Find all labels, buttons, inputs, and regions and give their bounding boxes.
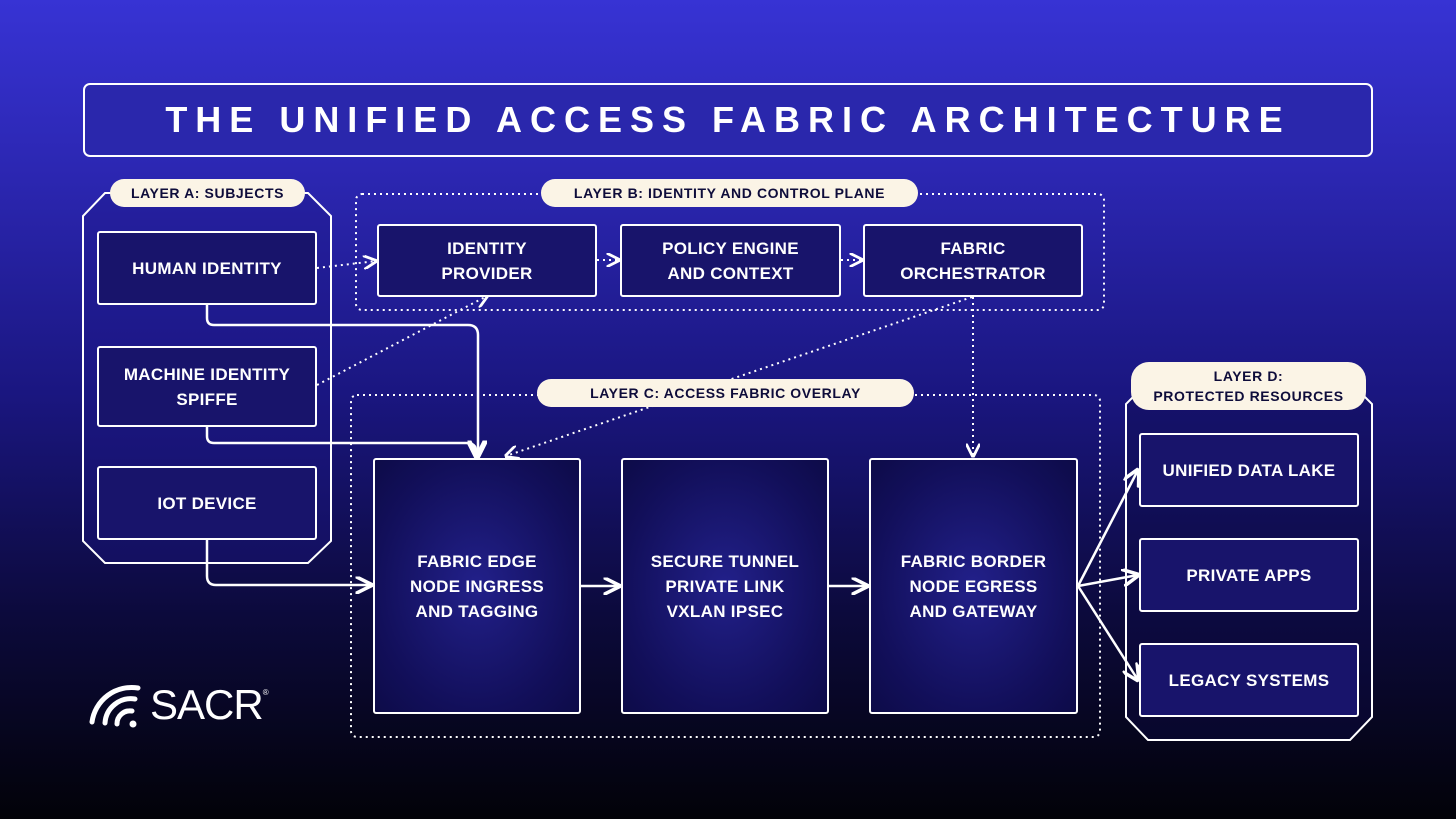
layer-d-label: LAYER D: PROTECTED RESOURCES [1131, 362, 1366, 410]
node-fabric-border: FABRIC BORDER NODE EGRESS AND GATEWAY [869, 458, 1078, 714]
connector-border-to-apps [1077, 575, 1138, 588]
connector-human-to-edge [205, 305, 478, 456]
connector-iot-to-edge [205, 540, 371, 585]
connector-border-to-datalake [1076, 470, 1138, 587]
layer-b-label: LAYER B: IDENTITY AND CONTROL PLANE [541, 179, 918, 207]
node-identity-provider: IDENTITY PROVIDER [377, 224, 597, 297]
connector-machine-to-idp [316, 296, 487, 386]
node-fabric-orchestrator: FABRIC ORCHESTRATOR [863, 224, 1083, 297]
layer-a-label: LAYER A: SUBJECTS [110, 179, 305, 207]
node-machine-identity: MACHINE IDENTITY SPIFFE [97, 346, 317, 427]
node-fabric-edge: FABRIC EDGE NODE INGRESS AND TAGGING [373, 458, 581, 714]
connector-orchestrator-to-edge [506, 296, 973, 456]
node-legacy-systems: LEGACY SYSTEMS [1139, 643, 1359, 717]
node-unified-data-lake: UNIFIED DATA LAKE [1139, 433, 1359, 507]
connector-border-to-legacy [1076, 585, 1138, 680]
wifi-signal-icon [89, 685, 141, 728]
connector-human-to-idp [316, 261, 376, 268]
layer-c-label: LAYER C: ACCESS FABRIC OVERLAY [537, 379, 914, 407]
sacr-logo: SACR ® [88, 680, 269, 730]
node-iot-device: IOT DEVICE [97, 466, 317, 540]
node-human-identity: HUMAN IDENTITY [97, 231, 317, 305]
layer-c-container [350, 394, 1101, 738]
logo-wordmark: SACR [150, 681, 264, 728]
node-private-apps: PRIVATE APPS [1139, 538, 1359, 612]
diagram-title: THE UNIFIED ACCESS FABRIC ARCHITECTURE [165, 99, 1291, 140]
connector-machine-to-edge [205, 427, 476, 456]
node-secure-tunnel: SECURE TUNNEL PRIVATE LINK VXLAN IPSEC [621, 458, 829, 714]
title-banner: THE UNIFIED ACCESS FABRIC ARCHITECTURE [83, 83, 1373, 157]
registered-mark: ® [262, 688, 269, 697]
node-policy-engine: POLICY ENGINE AND CONTEXT [620, 224, 841, 297]
